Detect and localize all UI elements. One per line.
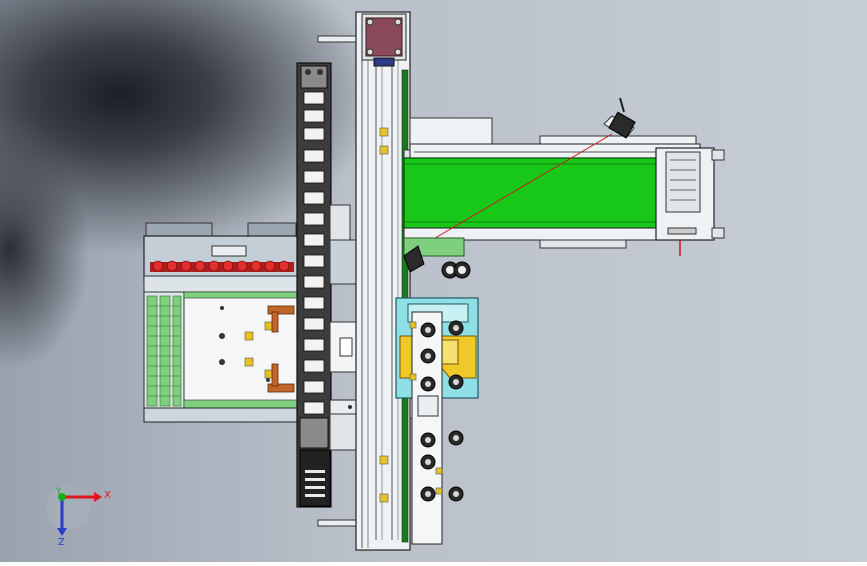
coordinate-triad[interactable]: X Y Z: [46, 486, 111, 548]
left-tray-module: [143, 222, 305, 423]
z-axis-label: Z: [58, 537, 65, 548]
cylinder-stack: [409, 311, 464, 545]
capacitor-row: [150, 260, 294, 272]
orange-clamps: [267, 305, 295, 393]
cable-drag-chain: [296, 62, 332, 508]
chain-links: [303, 91, 325, 415]
belt-conveyor: [403, 97, 725, 256]
x-axis-label: X: [104, 490, 111, 501]
y-axis-marker: [58, 493, 66, 501]
laser-sensor: [407, 97, 636, 255]
pick-head: [403, 237, 471, 279]
y-axis-label: Y: [55, 487, 62, 497]
conveyor-belt: [403, 157, 659, 229]
laser-beam: [407, 133, 613, 255]
servo-motor: [361, 13, 407, 67]
roller-columns: [143, 291, 185, 411]
